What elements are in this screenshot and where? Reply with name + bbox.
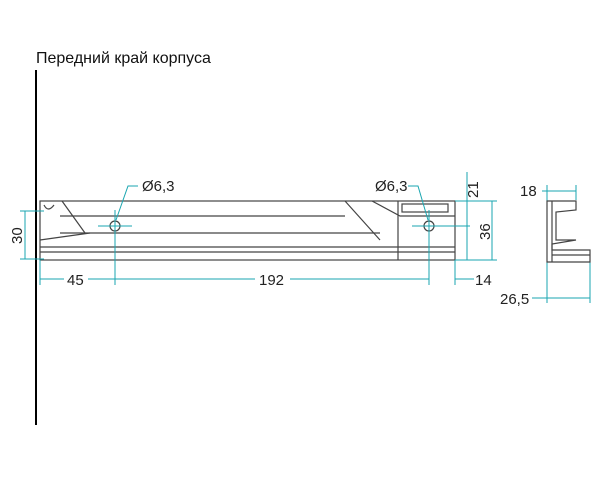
hole-spacing-label: 192 [259,272,284,289]
offset-right-label: 14 [475,272,492,289]
dimension-lines [20,172,591,303]
top-offset-label: 21 [465,181,482,198]
front-view-part [39,200,456,261]
height-label: 36 [477,223,494,240]
side-view-part [546,200,591,263]
offset-left-label: 45 [67,272,84,289]
height-left-label: 30 [9,227,26,244]
side-width-bottom-label: 26,5 [500,291,529,308]
drawing-title: Передний край корпуса [36,50,211,67]
hole-right-diameter-label: Ø6,3 [375,178,408,195]
side-width-top-label: 18 [520,183,537,200]
hole-left-diameter-label: Ø6,3 [142,178,175,195]
